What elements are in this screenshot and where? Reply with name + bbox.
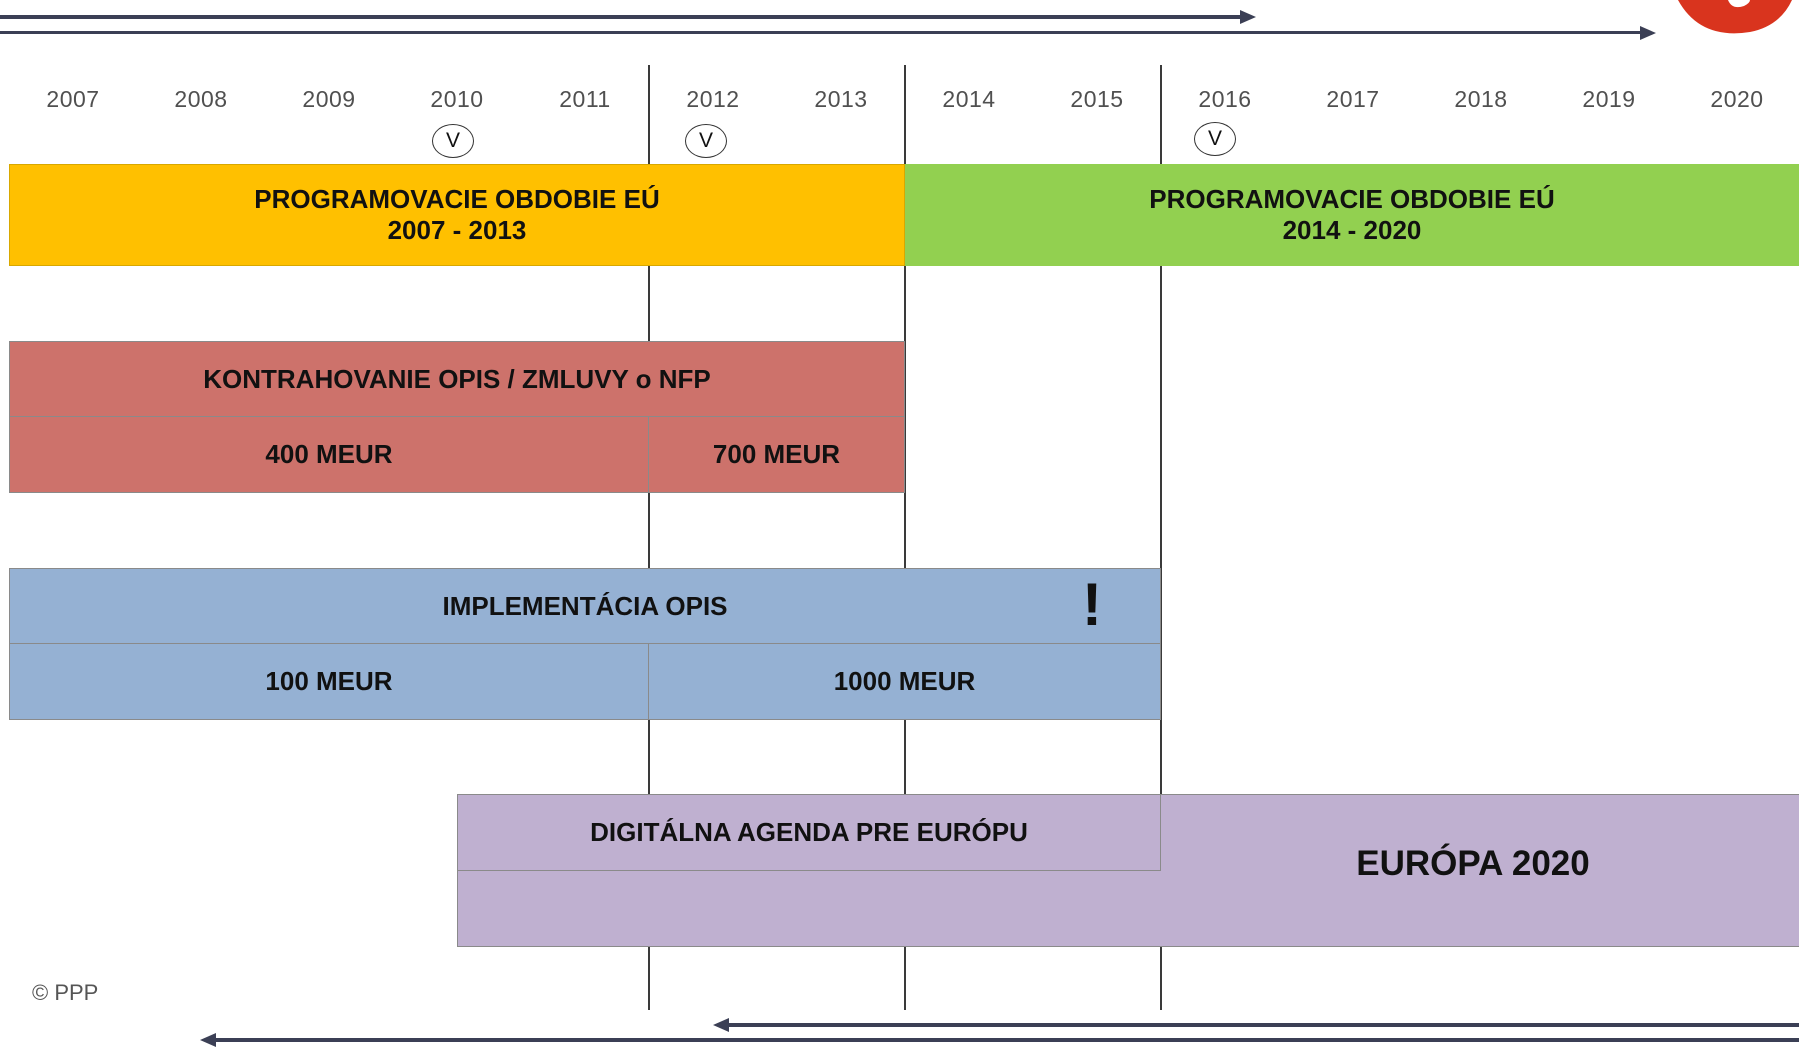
year-label-2007: 2007 (46, 86, 100, 112)
year-label-2009: 2009 (302, 86, 356, 112)
period-2014-title: PROGRAMOVACIE OBDOBIE EÚ (1149, 184, 1555, 214)
top-arrow-1 (0, 15, 1240, 19)
bottom-arrow-2-head (200, 1033, 216, 1047)
contracting-amount-2-cell: 700 MEUR (648, 416, 905, 493)
contracting-amount-1: 400 MEUR (265, 439, 393, 469)
top-arrow-2 (0, 31, 1640, 34)
divider-2014 (904, 65, 906, 1010)
review-mark-2012: V (685, 124, 727, 158)
bottom-arrow-2 (216, 1038, 1799, 1042)
contracting-title-bar: KONTRAHOVANIE OPIS / ZMLUVY o NFP (9, 341, 905, 417)
bottom-arrow-1 (729, 1023, 1799, 1027)
divider-2012 (648, 65, 650, 1010)
period-2014-2020: PROGRAMOVACIE OBDOBIE EÚ 2014 - 2020 (905, 164, 1799, 266)
alert-icon: ! (1082, 571, 1102, 638)
implementation-title-bar: IMPLEMENTÁCIA OPIS ! (9, 568, 1161, 644)
digital-agenda-bar: DIGITÁLNA AGENDA PRE EURÓPU (457, 794, 1161, 871)
year-label-2011: 2011 (559, 86, 611, 112)
contracting-amount-1-cell: 400 MEUR (9, 416, 649, 493)
implementation-amount-2: 1000 MEUR (833, 666, 976, 696)
year-label-2013: 2013 (814, 86, 868, 112)
year-label-2010: 2010 (430, 86, 484, 112)
year-label-2008: 2008 (174, 86, 228, 112)
europe-2020-label: EURÓPA 2020 (1356, 844, 1590, 883)
top-arrow-2-head (1640, 26, 1656, 40)
review-mark-2010: V (432, 124, 474, 158)
period-2007-2013: PROGRAMOVACIE OBDOBIE EÚ 2007 - 2013 (9, 164, 905, 266)
year-label-2012: 2012 (686, 86, 740, 112)
year-label-2018: 2018 (1454, 86, 1508, 112)
period-2007-years: 2007 - 2013 (387, 215, 527, 245)
year-label-2015: 2015 (1070, 86, 1124, 112)
digital-agenda-title: DIGITÁLNA AGENDA PRE EURÓPU (590, 817, 1028, 847)
implementation-title: IMPLEMENTÁCIA OPIS (442, 590, 728, 621)
year-label-2020: 2020 (1710, 86, 1764, 112)
top-arrow-1-head (1240, 10, 1256, 24)
implementation-amount-2-cell: 1000 MEUR (648, 643, 1161, 720)
implementation-amount-1: 100 MEUR (265, 666, 393, 696)
implementation-amount-1-cell: 100 MEUR (9, 643, 649, 720)
period-2007-title: PROGRAMOVACIE OBDOBIE EÚ (254, 184, 660, 214)
copyright-text: © PPP (32, 980, 99, 1005)
logo-icon (1678, 0, 1792, 34)
review-mark-2016: V (1194, 122, 1236, 156)
contracting-title: KONTRAHOVANIE OPIS / ZMLUVY o NFP (203, 363, 711, 394)
contracting-amount-2: 700 MEUR (712, 439, 841, 469)
year-label-2019: 2019 (1582, 86, 1636, 112)
year-label-2017: 2017 (1326, 86, 1380, 112)
period-2014-years: 2014 - 2020 (1282, 215, 1422, 245)
year-label-2016: 2016 (1198, 86, 1252, 112)
bottom-arrow-1-head (713, 1018, 729, 1032)
divider-2016 (1160, 65, 1162, 1010)
year-label-2014: 2014 (942, 86, 996, 112)
